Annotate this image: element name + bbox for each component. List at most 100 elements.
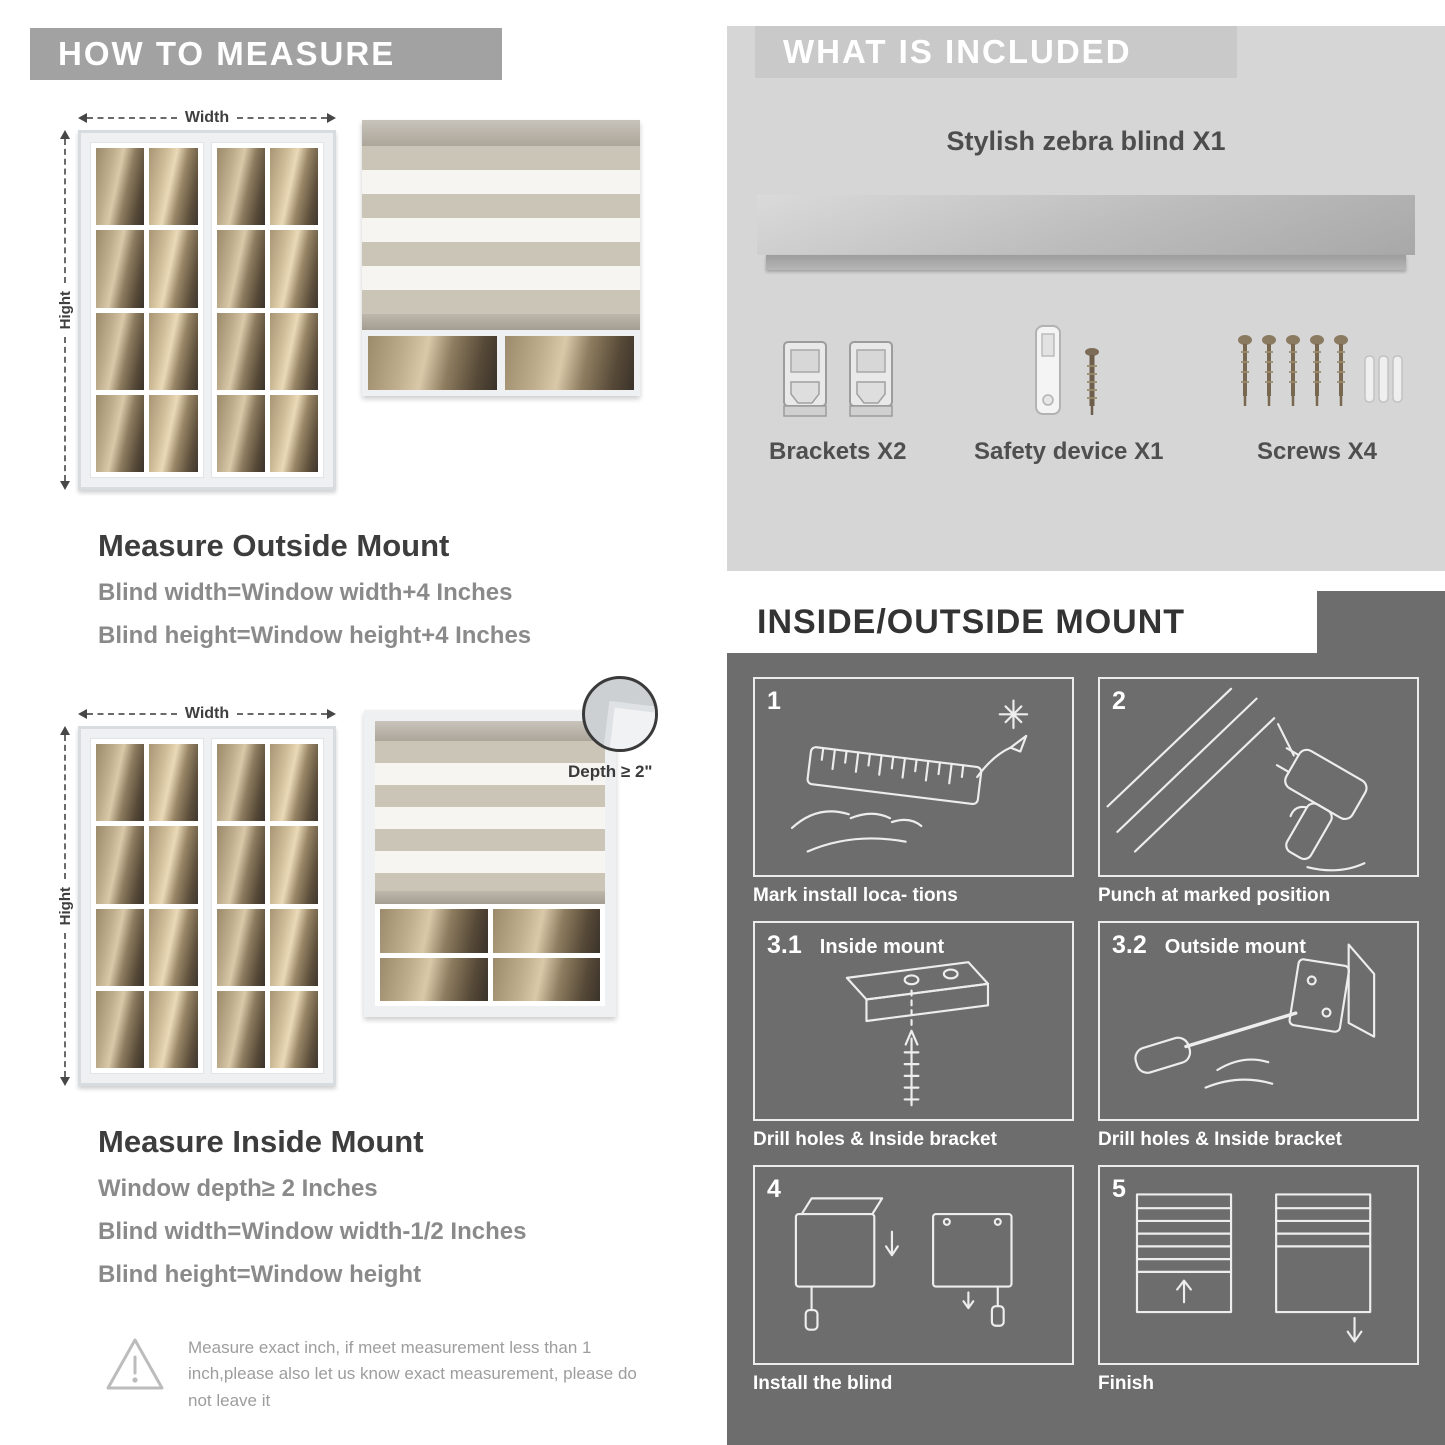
drill-illustration <box>1106 687 1368 872</box>
outside-mount-illustrations: Width Hight <box>52 106 712 491</box>
outside-mount-title: Measure Outside Mount <box>98 528 450 563</box>
mount-steps-grid: 1 <box>727 653 1445 1409</box>
blind-bottom-rail <box>375 891 605 904</box>
bracket-icon <box>848 341 893 417</box>
brackets-label: Brackets X2 <box>769 438 907 465</box>
bracket-icon <box>782 341 827 417</box>
step-number: 3.2 <box>1112 931 1147 959</box>
step-number: 3.1 <box>767 931 802 959</box>
mark-location-illustration <box>790 699 1029 853</box>
step-2-panel: 2 <box>1098 677 1419 877</box>
arrow-left-icon <box>78 113 87 123</box>
inside-mount-line: Blind width=Window width-1/2 Inches <box>98 1218 527 1245</box>
measure-warning: Measure exact inch, if meet measurement … <box>104 1335 712 1414</box>
inside-mount-illustrations: Width Hight <box>52 676 712 1087</box>
window-sash <box>90 142 204 478</box>
blind-stripes <box>362 146 640 314</box>
mount-section-header: INSIDE/OUTSIDE MOUNT <box>727 591 1317 653</box>
step-number: 2 <box>1112 687 1126 715</box>
part-screws: Screws X4 <box>1231 310 1403 466</box>
included-parts-row: Brackets X2 Safety <box>727 310 1445 466</box>
arrow-down-icon <box>60 481 70 491</box>
window-below-blind <box>362 330 640 396</box>
install-blind-illustration <box>794 1197 1013 1331</box>
height-label: Hight <box>56 886 74 926</box>
what-is-included-header: WHAT IS INCLUDED <box>755 26 1237 78</box>
inside-bracket-illustration <box>845 961 990 1107</box>
window-frame <box>78 130 336 490</box>
right-column: WHAT IS INCLUDED Stylish zebra blind X1 <box>727 0 1445 1445</box>
what-is-included-section: WHAT IS INCLUDED Stylish zebra blind X1 <box>727 26 1445 571</box>
window-illustration-outside: Width Hight <box>52 106 336 491</box>
warning-text: Measure exact inch, if meet measurement … <box>188 1338 637 1410</box>
step-caption: Install the blind <box>753 1373 893 1394</box>
warning-triangle-icon <box>106 1338 164 1390</box>
step-number: 4 <box>767 1175 781 1203</box>
arrow-up-icon <box>60 130 70 139</box>
width-arrow: Width <box>78 106 336 130</box>
step-1: 1 <box>753 677 1074 907</box>
window-sash <box>90 738 204 1074</box>
depth-callout-circle <box>582 676 658 752</box>
step-3-2-panel: 3.2 Outside mount <box>1098 921 1419 1121</box>
finish-illustration <box>1135 1193 1372 1343</box>
arrow-right-icon <box>327 113 336 123</box>
outside-mount-line: Blind width=Window width+4 Inches <box>98 579 513 606</box>
arrow-down-icon <box>60 1077 70 1087</box>
step-3-2: 3.2 Outside mount <box>1098 921 1419 1151</box>
step-caption: Punch at marked position <box>1098 885 1331 906</box>
step-3-1-panel: 3.1 Inside mount <box>753 921 1074 1121</box>
how-to-measure-header: HOW TO MEASURE <box>30 28 502 80</box>
window-sash <box>210 142 324 478</box>
safety-device-icon <box>1034 325 1099 415</box>
step-1-panel: 1 <box>753 677 1074 877</box>
step-4: 4 <box>753 1165 1074 1395</box>
step-3-1: 3.1 Inside mount <box>753 921 1074 1151</box>
height-label: Hight <box>56 290 74 330</box>
width-arrow: Width <box>78 702 336 726</box>
height-arrow: Hight <box>52 726 78 1087</box>
blind-headrail <box>362 120 640 146</box>
width-label: Width <box>184 109 230 126</box>
product-label: Stylish zebra blind X1 <box>946 126 1226 156</box>
how-to-measure-section: HOW TO MEASURE Width Hight <box>0 0 712 1445</box>
part-safety-device: Safety device X1 <box>974 310 1163 466</box>
step-5: 5 <box>1098 1165 1419 1395</box>
width-label: Width <box>184 705 230 722</box>
screws-icon <box>1237 335 1403 406</box>
part-brackets: Brackets X2 <box>769 310 906 466</box>
step-title: Inside mount <box>819 936 945 958</box>
step-number: 5 <box>1112 1175 1126 1203</box>
step-4-panel: 4 <box>753 1165 1074 1365</box>
blind-bottom-rail <box>362 314 640 330</box>
step-5-panel: 5 <box>1098 1165 1419 1365</box>
depth-label: Depth ≥ 2" <box>568 762 653 781</box>
step-2: 2 <box>1098 677 1419 907</box>
outside-mount-line: Blind height=Window height+4 Inches <box>98 622 532 649</box>
arrow-up-icon <box>60 726 70 735</box>
height-arrow: Hight <box>52 130 78 491</box>
window-frame <box>78 726 336 1086</box>
window-below-blind <box>375 904 605 1006</box>
step-caption: Finish <box>1098 1373 1154 1394</box>
arrow-right-icon <box>327 709 336 719</box>
blind-stripes <box>375 741 605 891</box>
step-title: Outside mount <box>1164 936 1306 958</box>
blind-headrail-illustration <box>757 195 1415 270</box>
screws-label: Screws X4 <box>1256 438 1378 465</box>
outside-bracket-illustration <box>1134 943 1376 1089</box>
zebra-blind-illustration-outside <box>362 120 640 396</box>
step-number: 1 <box>767 687 781 715</box>
step-caption: Drill holes & Inside bracket <box>753 1129 997 1150</box>
inside-mount-line: Blind height=Window height <box>98 1261 422 1288</box>
step-caption: Mark install loca- tions <box>753 885 958 906</box>
window-illustration-inside: Width Hight <box>52 702 336 1087</box>
blind-headrail <box>375 721 605 741</box>
step-caption: Drill holes & Inside bracket <box>1098 1129 1342 1150</box>
inside-mount-line: Window depth≥ 2 Inches <box>98 1175 378 1202</box>
inside-mount-title: Measure Inside Mount <box>98 1124 424 1159</box>
zebra-blind-illustration-inside: Depth ≥ 2" <box>364 676 658 1017</box>
safety-device-label: Safety device X1 <box>973 438 1164 465</box>
mount-instructions-section: INSIDE/OUTSIDE MOUNT 1 <box>727 591 1445 1445</box>
